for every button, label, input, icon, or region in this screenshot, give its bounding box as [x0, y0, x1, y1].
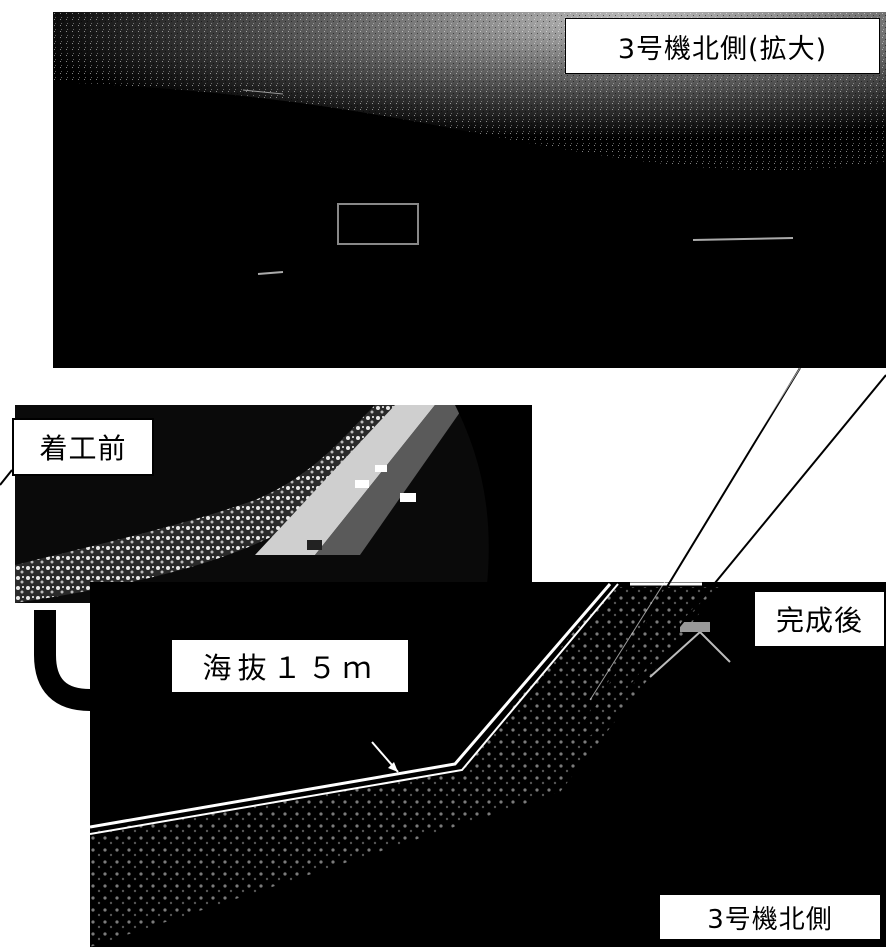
u-connector — [34, 610, 91, 711]
label-north-side: 3号機北側 — [660, 895, 880, 939]
label-after-completion: 完成後 — [753, 590, 886, 648]
label-sea-level-height: 海抜１５ｍ — [172, 640, 408, 692]
before-pointer-line — [0, 469, 13, 486]
label-before-construction: 着工前 — [12, 418, 154, 476]
label-north-side-enlarged: 3号機北側(拡大) — [565, 18, 880, 74]
